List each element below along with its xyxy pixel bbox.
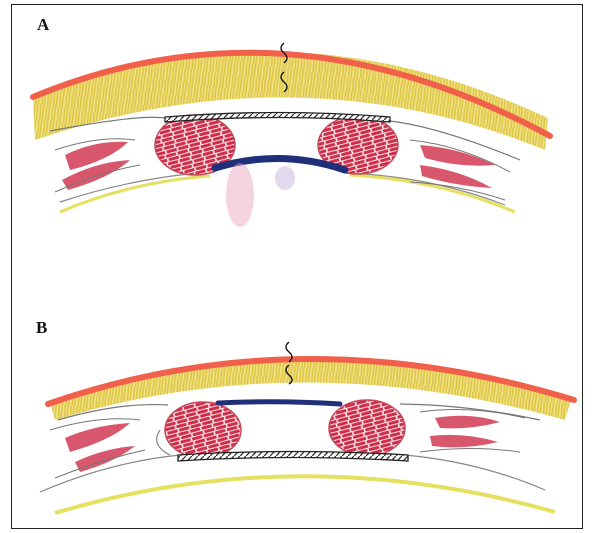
peritoneal-contents: [275, 166, 295, 190]
patch-icon: [218, 402, 340, 404]
fat-layer: [50, 359, 572, 420]
mesh-icon: [178, 452, 408, 462]
peritoneal-contents: [226, 163, 254, 227]
panel-a: [33, 43, 550, 227]
posterior-fascia-yellow: [55, 476, 555, 513]
lateral-muscle-icon: [410, 140, 510, 200]
lateral-muscle-icon: [50, 419, 145, 478]
lateral-muscle-icon: [420, 410, 525, 452]
panel-b: [40, 342, 574, 513]
rectus-muscle-icon: [165, 402, 241, 458]
fascia-line-lower: [40, 455, 545, 492]
rectus-muscle-icon: [329, 400, 405, 456]
